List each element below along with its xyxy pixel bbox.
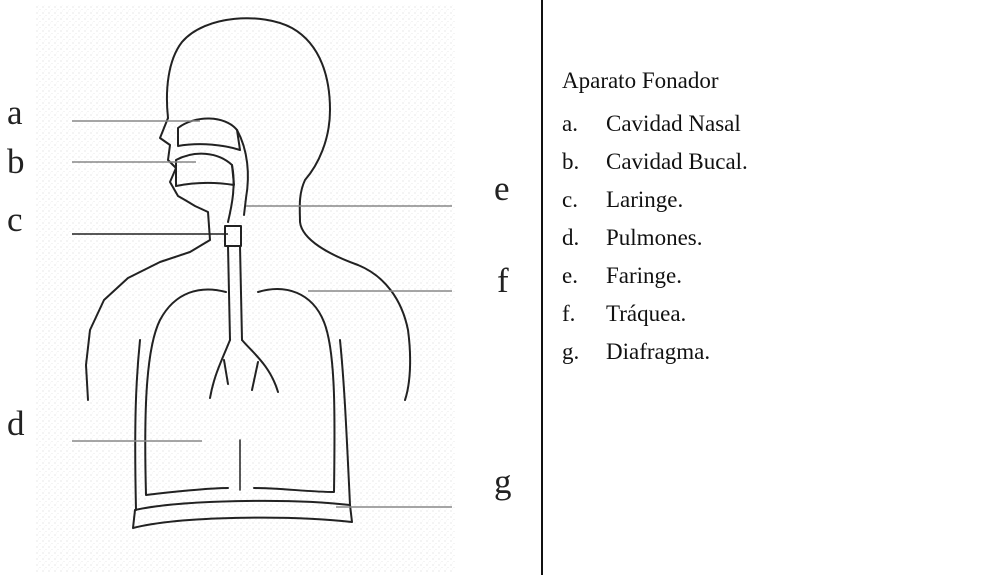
legend-label: Laringe. xyxy=(606,183,683,221)
letter-c: c xyxy=(7,202,23,237)
legend-item-d: d. Pulmones. xyxy=(560,221,970,259)
legend-item-c: c. Laringe. xyxy=(560,183,970,221)
legend-item-g: g. Diafragma. xyxy=(560,335,970,373)
legend-label: Pulmones. xyxy=(606,221,702,259)
respiratory-diagram: a b c d e f g xyxy=(0,0,540,575)
legend-marker: a. xyxy=(560,107,606,145)
letter-e: e xyxy=(494,171,510,206)
column-divider xyxy=(541,0,543,575)
legend-title: Aparato Fonador xyxy=(562,65,970,97)
letter-b: b xyxy=(7,144,25,179)
legend-marker: f. xyxy=(560,297,606,335)
respiratory-system-illustration xyxy=(0,0,540,575)
speckle-background xyxy=(35,5,455,573)
letter-g: g xyxy=(494,464,512,499)
legend-list: a. Cavidad Nasal b. Cavidad Bucal. c. La… xyxy=(560,107,970,373)
legend-item-f: f. Tráquea. xyxy=(560,297,970,335)
legend-label: Cavidad Bucal. xyxy=(606,145,748,183)
letter-a: a xyxy=(7,95,23,130)
legend-item-e: e. Faringe. xyxy=(560,259,970,297)
legend-marker: e. xyxy=(560,259,606,297)
letter-f: f xyxy=(497,263,509,298)
legend-label: Faringe. xyxy=(606,259,682,297)
legend-marker: g. xyxy=(560,335,606,373)
legend-label: Cavidad Nasal xyxy=(606,107,741,145)
legend-label: Tráquea. xyxy=(606,297,686,335)
legend-panel: Aparato Fonador a. Cavidad Nasal b. Cavi… xyxy=(560,60,970,373)
legend-marker: d. xyxy=(560,221,606,259)
legend-item-b: b. Cavidad Bucal. xyxy=(560,145,970,183)
legend-marker: c. xyxy=(560,183,606,221)
legend-item-a: a. Cavidad Nasal xyxy=(560,107,970,145)
legend-marker: b. xyxy=(560,145,606,183)
letter-d: d xyxy=(7,406,25,441)
legend-label: Diafragma. xyxy=(606,335,710,373)
